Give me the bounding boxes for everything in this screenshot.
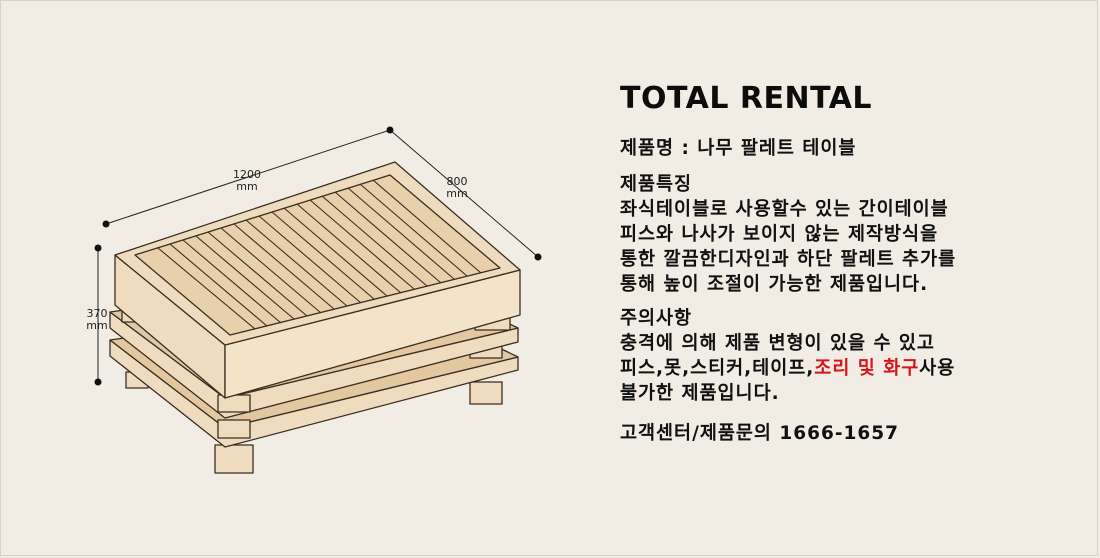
pallet-table-illustration: 1200 mm 800 mm 370 mm	[86, 126, 542, 474]
caution-suffix: 사용	[919, 358, 956, 379]
product-info: TOTAL RENTAL 제품명 : 나무 팔레트 테이블 제품특징 좌식테이블…	[620, 82, 1080, 446]
caution-prefix: 피스,못,스티커,테이프,	[620, 358, 815, 379]
cautions-heading: 주의사항	[620, 308, 693, 329]
contact-info: 고객센터/제품문의 1666-1657	[620, 423, 900, 444]
height-value: 370	[87, 307, 108, 320]
features-heading: 제품특징	[620, 174, 693, 195]
depth-value: 800	[447, 175, 468, 188]
caution-highlight: 조리 및 화구	[814, 358, 920, 379]
feature-line: 통해 높이 조절이 가능한 제품입니다.	[620, 274, 929, 295]
tabletop-inset	[134, 174, 501, 336]
block	[217, 419, 251, 439]
feature-line: 좌식테이블로 사용할수 있는 간이테이블	[620, 199, 949, 220]
depth-dimension-line	[389, 129, 539, 258]
feature-line: 피스와 나사가 보이지 않는 제작방식을	[620, 224, 939, 245]
block	[217, 394, 251, 413]
foot-block	[469, 381, 503, 405]
brand-logo: TOTAL RENTAL	[620, 81, 873, 116]
width-dimension-line	[105, 129, 391, 225]
foot-block	[214, 444, 254, 474]
depth-unit: mm	[446, 187, 467, 200]
caution-line: 불가한 제품입니다.	[620, 383, 780, 404]
feature-line: 통한 깔끔한디자인과 하단 팔레트 추가를	[620, 249, 957, 270]
height-unit: mm	[86, 319, 107, 332]
product-name: 제품명 : 나무 팔레트 테이블	[620, 138, 857, 159]
caution-line: 충격에 의해 제품 변형이 있을 수 있고	[620, 333, 935, 354]
caution-line: 피스,못,스티커,테이프,조리 및 화구사용	[620, 356, 1080, 381]
width-unit: mm	[236, 180, 257, 193]
width-value: 1200	[233, 168, 261, 181]
